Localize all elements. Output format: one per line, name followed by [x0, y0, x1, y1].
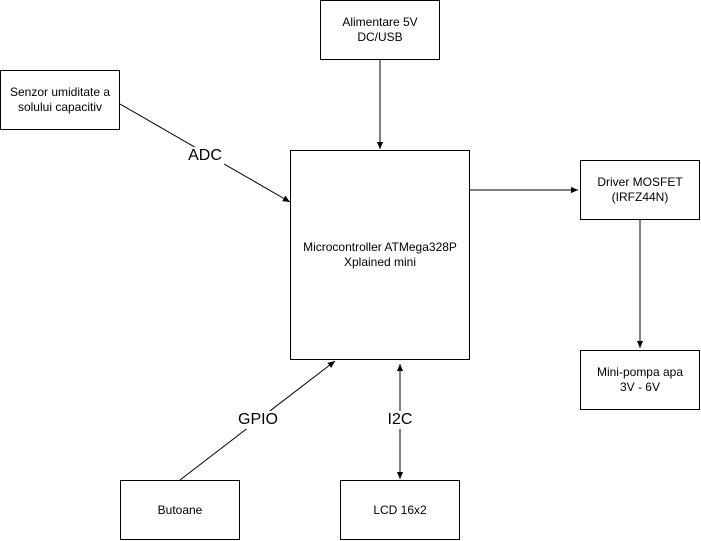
- mini-pump-block: Mini-pompa apa 3V - 6V: [580, 350, 700, 410]
- mosfet-driver-block: Driver MOSFET (IRFZ44N): [580, 160, 700, 220]
- microcontroller-block: Microcontroller ATMega328P Xplained mini: [290, 150, 470, 360]
- i2c-edge-label: I2C: [385, 411, 415, 429]
- lcd-block: LCD 16x2: [340, 480, 460, 540]
- adc-edge-label: ADC: [186, 147, 224, 165]
- buttons-block: Butoane: [120, 480, 240, 540]
- gpio-edge-label: GPIO: [235, 411, 281, 429]
- soil-moisture-sensor-block: Senzor umiditate a solului capacitiv: [0, 70, 120, 130]
- power-supply-block: Alimentare 5V DC/USB: [320, 0, 440, 60]
